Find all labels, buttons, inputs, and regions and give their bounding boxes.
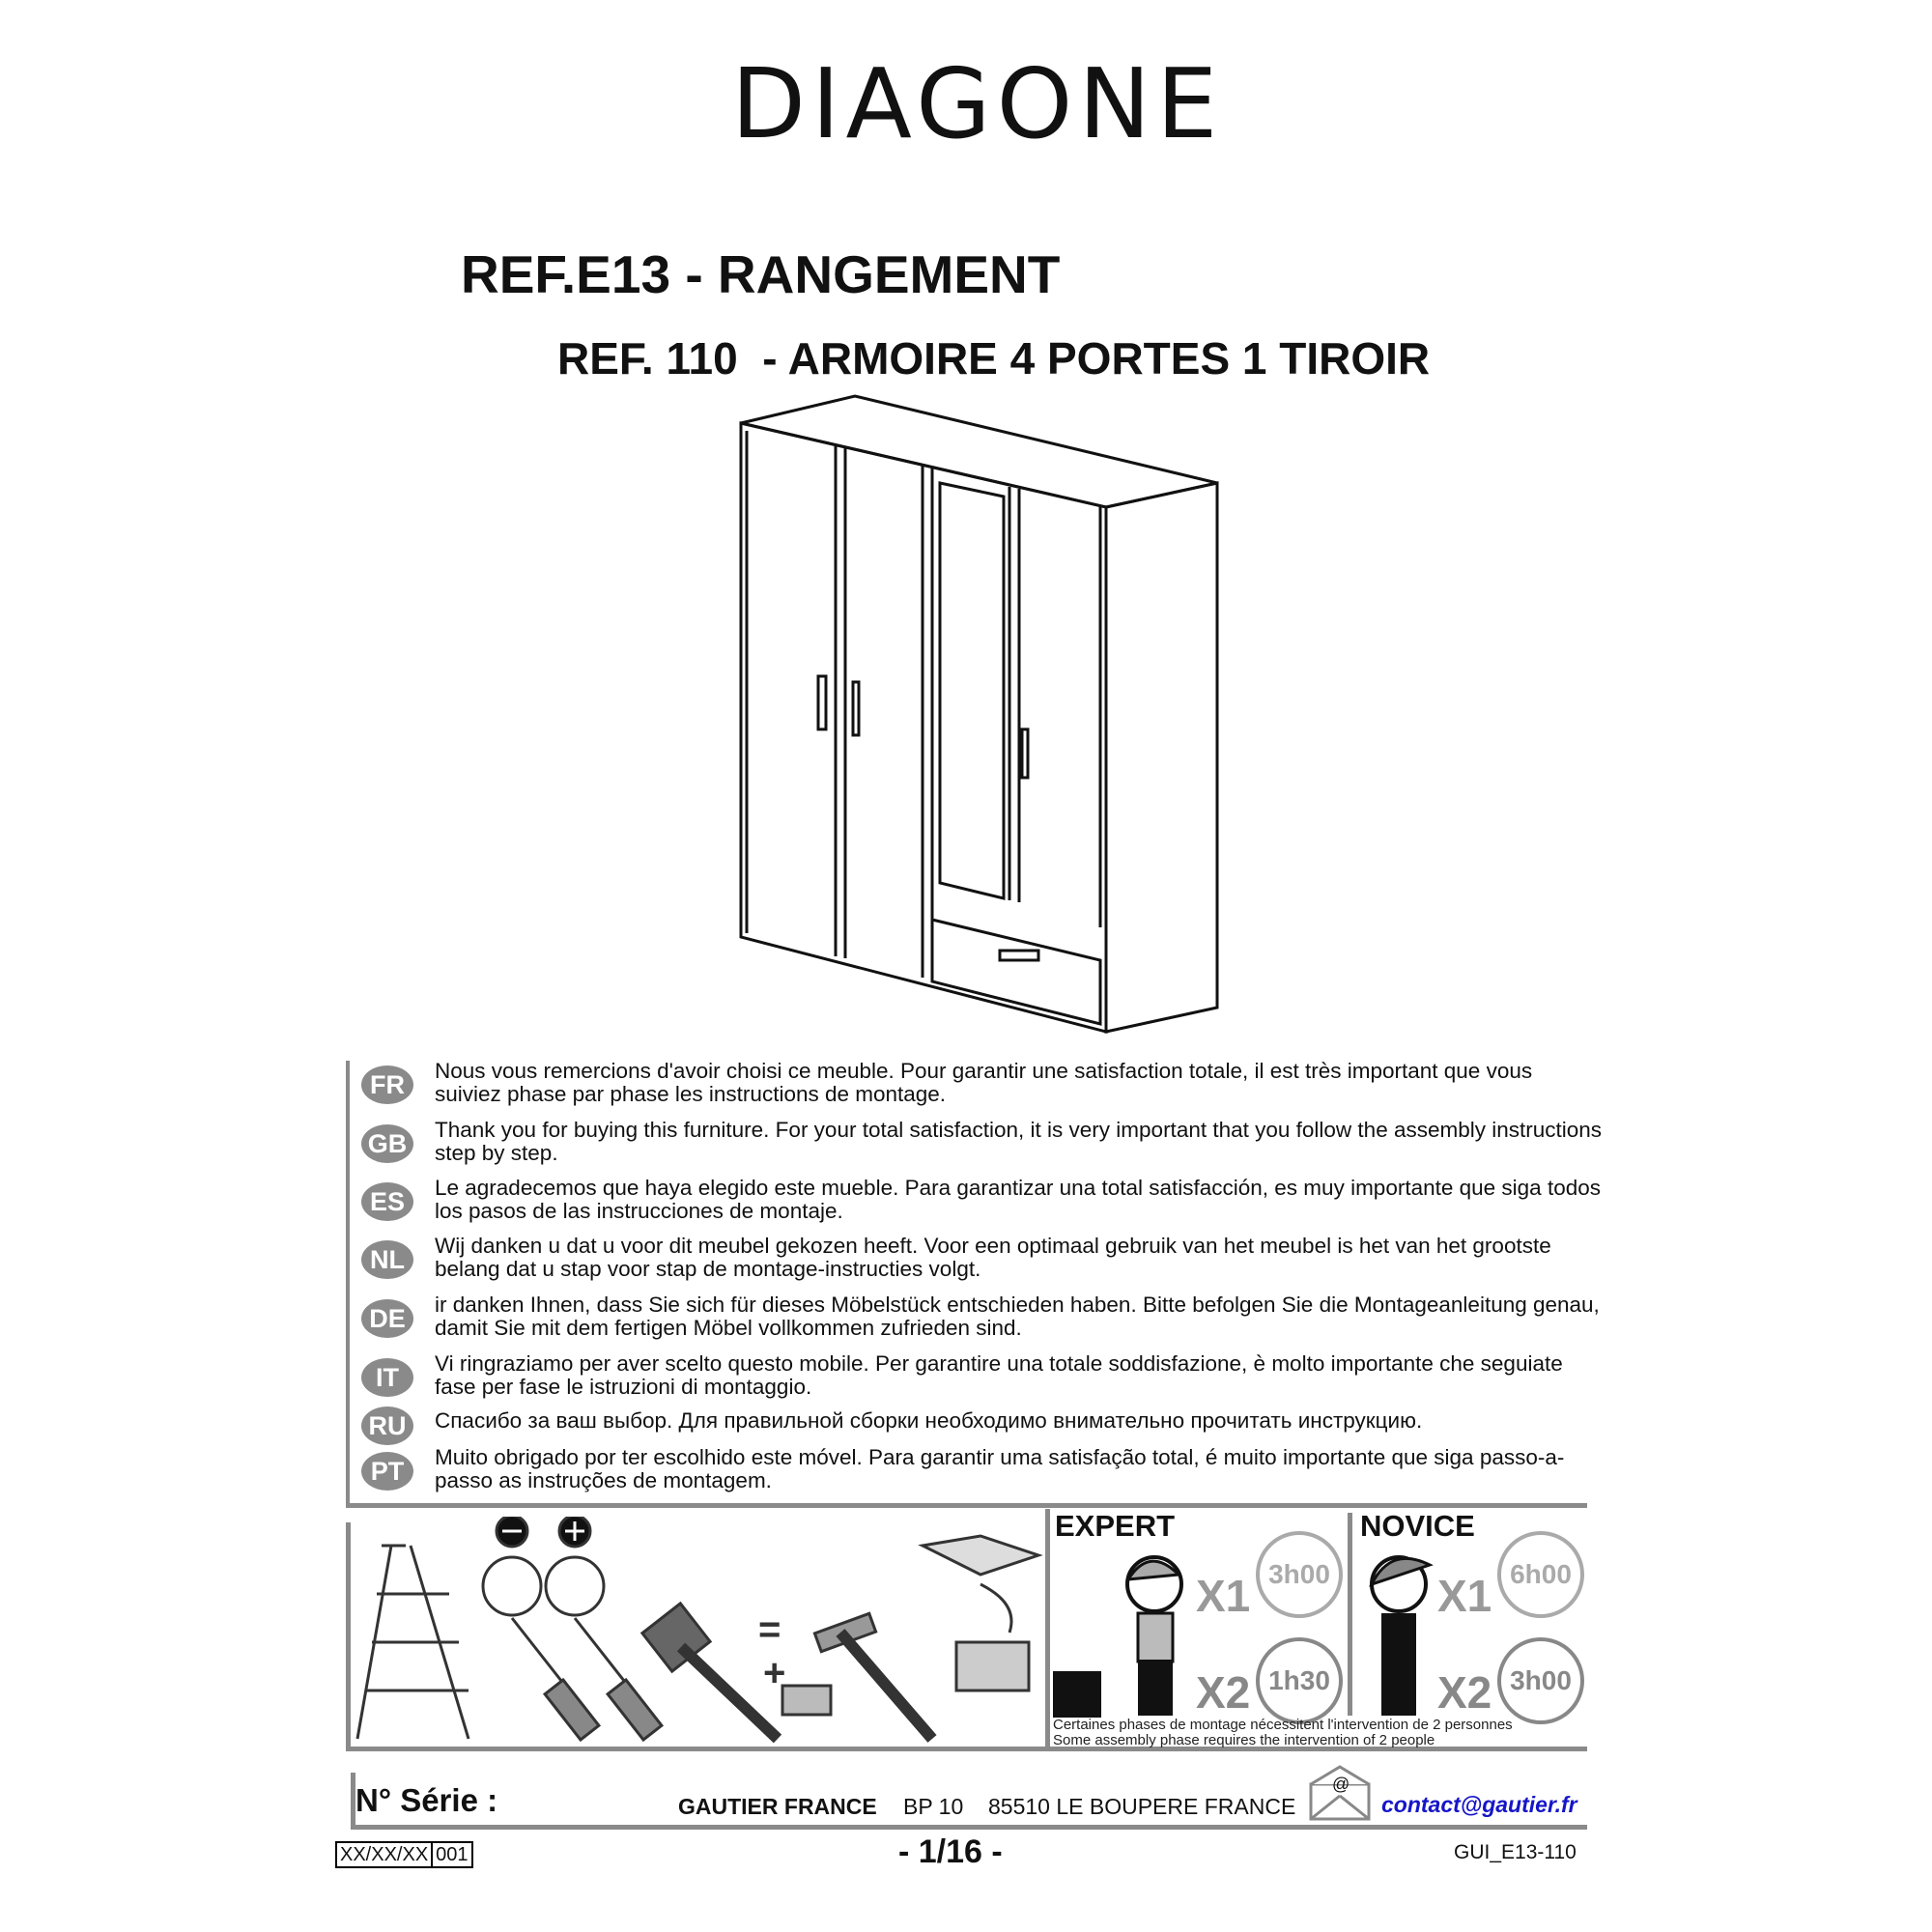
language-badge: PT (361, 1452, 413, 1491)
divider (1348, 1513, 1352, 1716)
novice-two-people: X2 (1437, 1667, 1492, 1718)
address: 85510 LE BOUPERE FRANCE (988, 1794, 1296, 1819)
plus-sign: + (763, 1652, 785, 1694)
divider (1045, 1509, 1050, 1747)
manual-and-folder-icon (918, 1534, 1043, 1692)
page-number: - 1/16 - (898, 1833, 1003, 1870)
language-badge: FR (361, 1065, 413, 1104)
date-code: 001 (431, 1843, 470, 1866)
language-badge: DE (361, 1299, 413, 1338)
brand-logo: DIAGONE (731, 47, 1224, 160)
wardrobe-illustration (739, 394, 1219, 1034)
divider (346, 1522, 351, 1750)
language-text: Thank you for buying this furniture. For… (435, 1118, 1603, 1165)
two-person-note-en: Some assembly phase requires the interve… (1053, 1732, 1435, 1748)
language-text: Muito obrigado por ter escolhido este mó… (435, 1445, 1565, 1492)
divider (351, 1773, 355, 1829)
novice-person-icon (1369, 1555, 1434, 1716)
two-person-note-fr: Certaines phases de montage nécessitent … (1053, 1717, 1513, 1733)
date: XX/XX/XX (340, 1844, 429, 1865)
divider (346, 1747, 1587, 1751)
po-box: BP 10 (903, 1794, 964, 1819)
flat-screwdriver-icon (481, 1517, 602, 1743)
phillips-screwdriver-icon (544, 1517, 665, 1743)
reference-title: REF.E13 - RANGEMENT (461, 244, 1061, 304)
company-name: GAUTIER FRANCE (678, 1794, 877, 1819)
language-text: Le agradecemos que haya elegido este mue… (435, 1176, 1601, 1223)
divider (346, 1503, 1587, 1508)
novice-label: NOVICE (1360, 1509, 1475, 1543)
tools-illustration: = + (355, 1517, 1043, 1744)
language-badge: GB (361, 1124, 413, 1163)
language-text: Wij danken u dat u voor dit meubel gekoz… (435, 1234, 1551, 1281)
email-envelope-icon: @ (1309, 1765, 1371, 1821)
equals-sign: = (758, 1608, 781, 1651)
language-badge: IT (361, 1358, 413, 1397)
ladder-icon (355, 1544, 470, 1740)
expert-two-people: X2 (1196, 1667, 1251, 1718)
expert-one-person: X1 (1196, 1571, 1251, 1621)
expert-label: EXPERT (1055, 1509, 1176, 1543)
novice-time-two-people: 3h00 (1497, 1637, 1584, 1724)
product-title: REF. 110 - ARMOIRE 4 PORTES 1 TIROIR (557, 333, 1431, 384)
expert-worker-icon (1053, 1555, 1183, 1718)
divider (351, 1825, 1587, 1830)
expert-time-two-people: 1h30 (1256, 1637, 1343, 1724)
document-reference: GUI_E13-110 (1454, 1841, 1577, 1863)
language-badge: RU (361, 1406, 413, 1445)
novice-one-person: X1 (1437, 1571, 1492, 1621)
language-bar (346, 1061, 350, 1507)
hammer-icon: + (763, 1611, 937, 1743)
expert-time-one-person: 3h00 (1256, 1531, 1343, 1618)
contact-email-link[interactable]: contact@gautier.fr (1381, 1792, 1577, 1817)
language-badge: ES (361, 1182, 413, 1221)
language-badge: NL (361, 1240, 413, 1279)
language-text: Vi ringraziamo per aver scelto questo mo… (435, 1351, 1563, 1399)
serial-number-label: N° Série : (355, 1782, 498, 1818)
svg-text:@: @ (1332, 1775, 1350, 1794)
mallet-icon (639, 1601, 782, 1744)
novice-time-one-person: 6h00 (1497, 1531, 1584, 1618)
language-text: Спасибо за ваш выбор. Для правильной сбо… (435, 1408, 1423, 1433)
language-text: ir danken Ihnen, dass Sie sich für diese… (435, 1293, 1600, 1340)
language-text: Nous vous remercions d'avoir choisi ce m… (435, 1059, 1533, 1106)
